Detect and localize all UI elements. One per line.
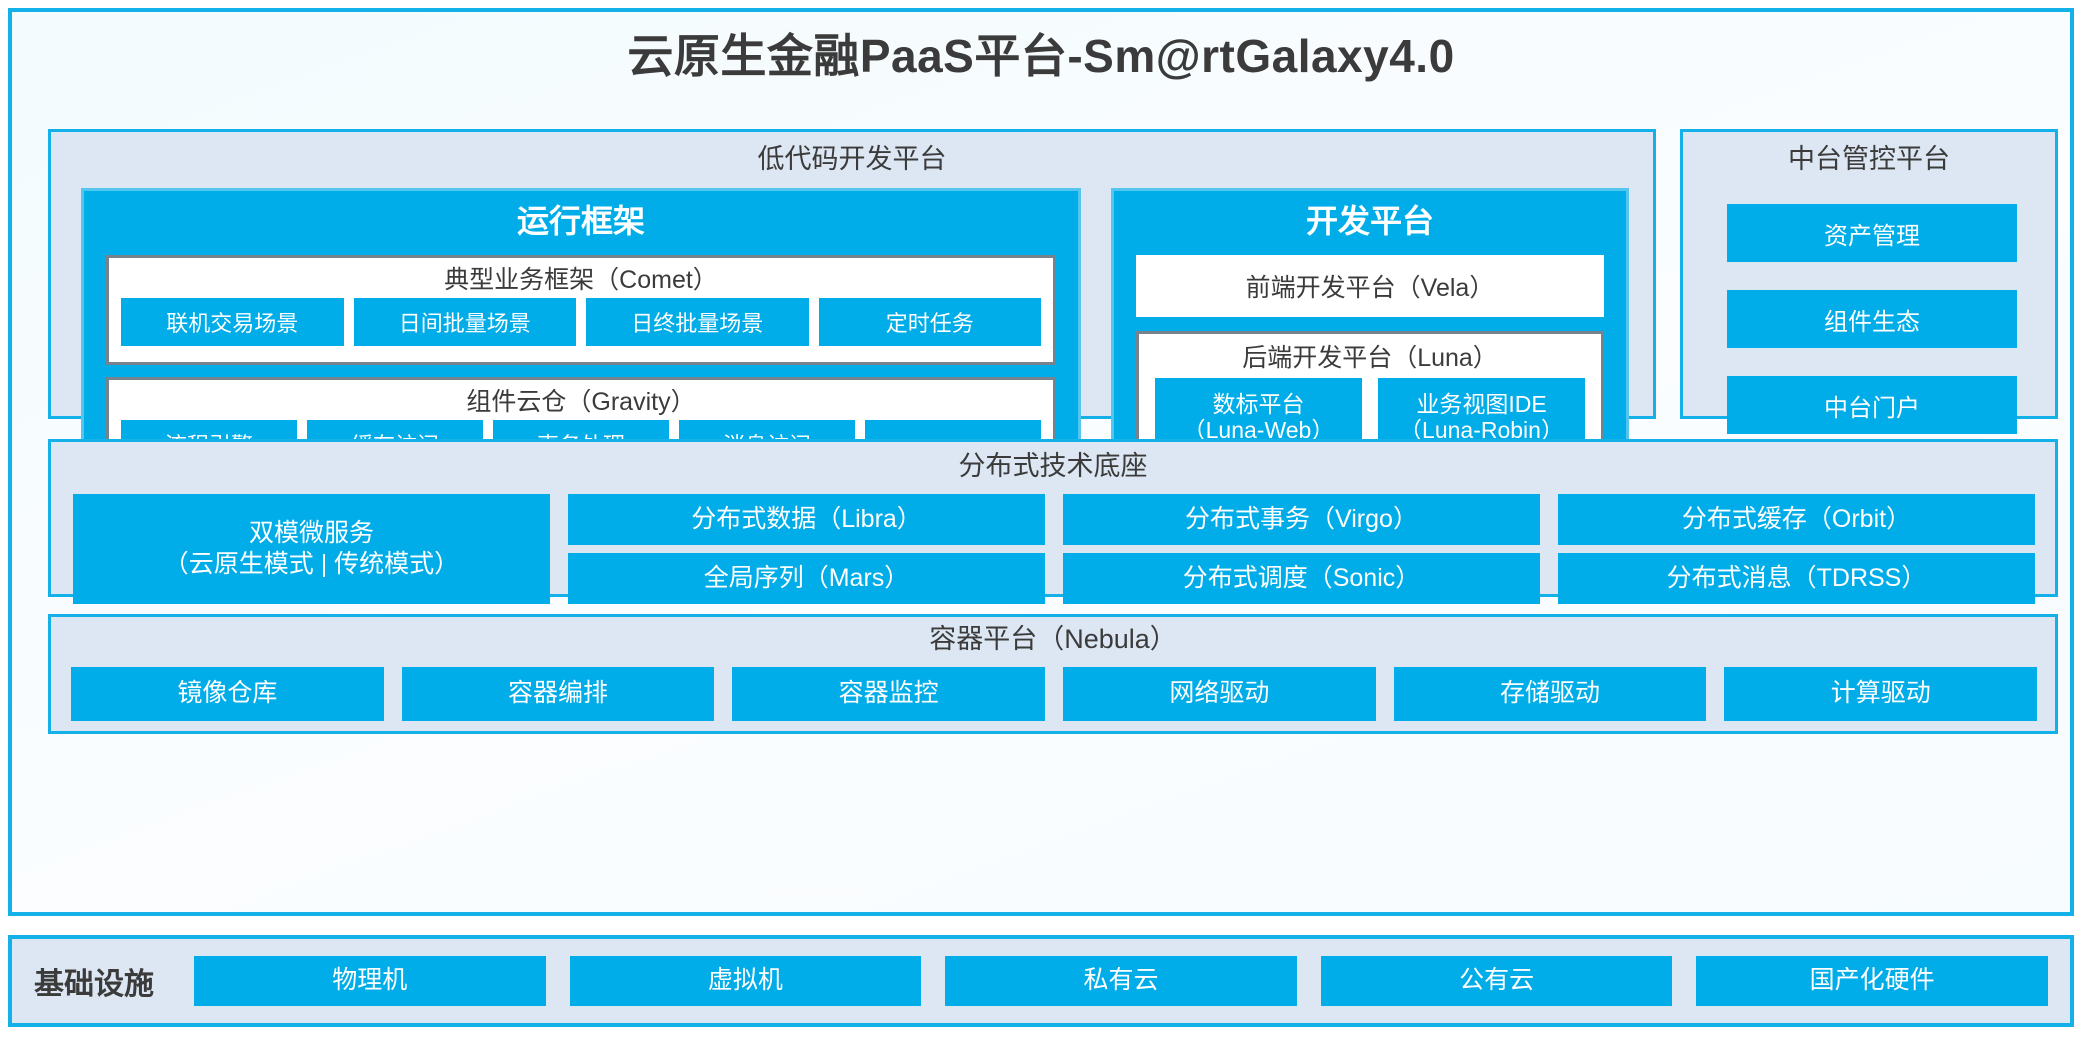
container-item-storage-driver[interactable]: 存储驱动 (1393, 667, 1707, 721)
container-platform-row: 镜像仓库 容器编排 容器监控 网络驱动 存储驱动 计算驱动 (71, 667, 2038, 721)
comet-title: 典型业务框架（Comet） (444, 266, 718, 294)
infra-item-private-cloud[interactable]: 私有云 (945, 956, 1297, 1006)
development-platform-title: 开发平台 (1305, 203, 1434, 239)
distributed-item-sonic[interactable]: 分布式调度（Sonic） (1063, 553, 1540, 604)
vela-frontend-platform[interactable]: 前端开发平台（Vela） (1136, 255, 1604, 317)
midoffice-control-panel: 中台管控平台 资产管理 组件生态 中台门户 (1680, 129, 2058, 434)
container-item-network-driver[interactable]: 网络驱动 (1063, 667, 1376, 721)
luna-web-code: （Luna-Web） (1182, 417, 1335, 443)
infra-item-virtual-machine[interactable]: 虚拟机 (569, 956, 922, 1006)
comet-box: 典型业务框架（Comet） 联机交易场景 日间批量场景 日终批量场景 定时任务 (106, 255, 1056, 365)
distributed-tech-grid: 双模微服务 （云原生模式 | 传统模式） 分布式数据（Libra） 全局序列（M… (73, 494, 2035, 604)
lowcode-platform-title: 低代码开发平台 (757, 144, 947, 174)
distributed-item-mars[interactable]: 全局序列（Mars） (568, 553, 1045, 604)
comet-item[interactable]: 日终批量场景 (586, 298, 809, 346)
container-item-monitoring[interactable]: 容器监控 (732, 667, 1046, 721)
container-platform-panel: 容器平台（Nebula） 镜像仓库 容器编排 容器监控 网络驱动 存储驱动 计算… (48, 614, 2058, 734)
distributed-tech-title: 分布式技术底座 (958, 451, 1148, 481)
distributed-item-virgo[interactable]: 分布式事务（Virgo） (1063, 494, 1540, 545)
infrastructure-panel: 基础设施 物理机 虚拟机 私有云 公有云 国产化硬件 (8, 935, 2074, 1027)
infrastructure-row: 物理机 虚拟机 私有云 公有云 国产化硬件 (194, 956, 2048, 1006)
luna-robin-name: 业务视图IDE (1416, 390, 1547, 417)
infra-item-physical-machine[interactable]: 物理机 (194, 956, 546, 1006)
comet-chip-row: 联机交易场景 日间批量场景 日终批量场景 定时任务 (109, 298, 1053, 346)
distributed-item-microservice[interactable]: 双模微服务 （云原生模式 | 传统模式） (73, 494, 550, 604)
comet-item[interactable]: 日间批量场景 (353, 298, 576, 346)
page-title: 云原生金融PaaS平台-Sm@rtGalaxy4.0 (627, 30, 1455, 82)
gravity-title: 组件云仓（Gravity） (466, 388, 696, 416)
luna-title: 后端开发平台（Luna） (1242, 344, 1498, 372)
distributed-tech-panel: 分布式技术底座 双模微服务 （云原生模式 | 传统模式） 分布式数据（Libra… (48, 439, 2058, 604)
distributed-col-cache: 分布式缓存（Orbit） 分布式消息（TDRSS） (1558, 494, 2035, 604)
distributed-col-data: 分布式数据（Libra） 全局序列（Mars） (568, 494, 1045, 604)
distributed-item-tdrss[interactable]: 分布式消息（TDRSS） (1558, 553, 2035, 604)
runtime-framework-title: 运行框架 (516, 203, 645, 239)
midoffice-item-portal[interactable]: 中台门户 (1727, 376, 2017, 434)
comet-item[interactable]: 联机交易场景 (121, 298, 344, 346)
infra-item-public-cloud[interactable]: 公有云 (1320, 956, 1673, 1006)
lowcode-platform-panel: 低代码开发平台 运行框架 典型业务框架（Comet） 联机交易场景 日间批量场景… (48, 129, 1656, 503)
container-item-image-registry[interactable]: 镜像仓库 (71, 667, 384, 721)
container-platform-title: 容器平台（Nebula） (929, 624, 1177, 654)
midoffice-item-component-ecosystem[interactable]: 组件生态 (1727, 290, 2017, 348)
luna-robin-code: （Luna-Robin） (1399, 417, 1564, 443)
container-item-orchestration[interactable]: 容器编排 (401, 667, 715, 721)
platform-frame: 云原生金融PaaS平台-Sm@rtGalaxy4.0 低代码开发平台 运行框架 … (8, 8, 2074, 916)
infra-item-domestic-hardware[interactable]: 国产化硬件 (1696, 956, 2048, 1006)
distributed-item-libra[interactable]: 分布式数据（Libra） (568, 494, 1045, 545)
distributed-item-orbit[interactable]: 分布式缓存（Orbit） (1558, 494, 2035, 545)
comet-item[interactable]: 定时任务 (818, 298, 1041, 346)
distributed-col-transaction: 分布式事务（Virgo） 分布式调度（Sonic） (1063, 494, 1540, 604)
runtime-framework-card: 运行框架 典型业务框架（Comet） 联机交易场景 日间批量场景 日终批量场景 … (81, 188, 1081, 503)
luna-web-name: 数标平台 (1212, 390, 1305, 417)
midoffice-control-title: 中台管控平台 (1788, 144, 1950, 174)
distributed-col-microservice: 双模微服务 （云原生模式 | 传统模式） (73, 494, 550, 604)
container-item-compute-driver[interactable]: 计算驱动 (1724, 667, 2038, 721)
midoffice-item-asset-management[interactable]: 资产管理 (1727, 204, 2017, 262)
infrastructure-label: 基础设施 (34, 968, 154, 1001)
